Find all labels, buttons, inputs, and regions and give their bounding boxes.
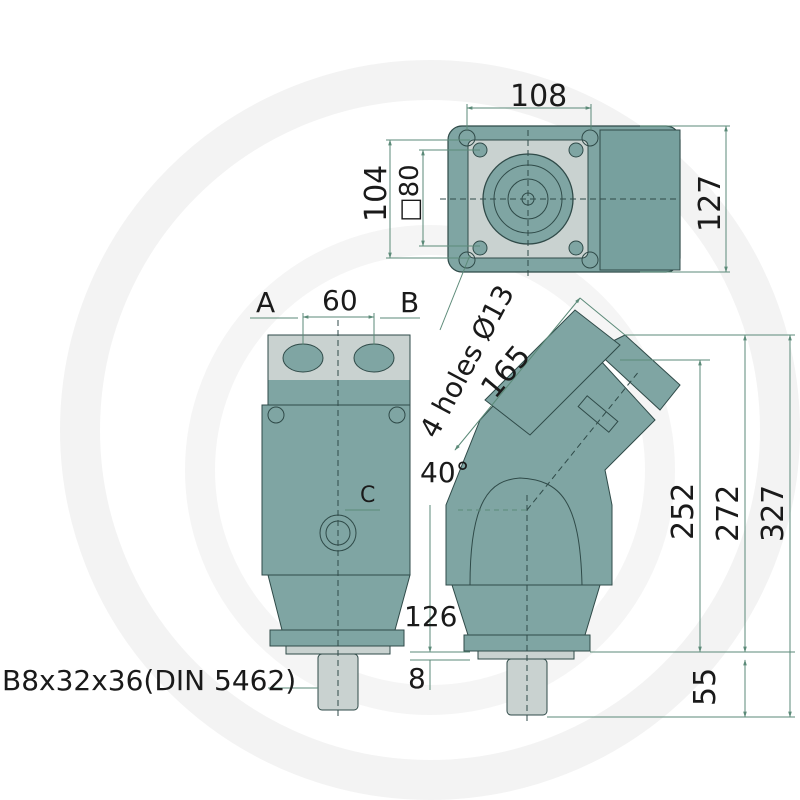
dim-104: 104 [359, 165, 394, 222]
watermark-logo [60, 60, 800, 800]
port-b-label: B [400, 286, 419, 319]
dim-60: 60 [322, 284, 358, 317]
dim-108: 108 [510, 79, 567, 114]
dim-angle-40: 40° [420, 456, 470, 489]
port-c-label: C [360, 483, 375, 508]
side-view-dimensions [454, 297, 795, 718]
port-a-label: A [256, 286, 275, 319]
front-view [261, 320, 411, 720]
dim-127: 127 [693, 175, 728, 232]
dim-square-80: □80 [395, 164, 425, 222]
front-view-dimensions [250, 313, 470, 690]
dim-55: 55 [688, 668, 723, 706]
top-view-dimensions [386, 104, 730, 331]
shaft-spec-label: B8x32x36(DIN 5462) [2, 664, 296, 697]
top-view [440, 125, 681, 280]
dim-126: 126 [404, 600, 457, 633]
dim-327: 327 [756, 485, 791, 542]
dim-272: 272 [711, 485, 746, 542]
dim-8: 8 [408, 662, 426, 695]
dim-252: 252 [666, 483, 701, 540]
